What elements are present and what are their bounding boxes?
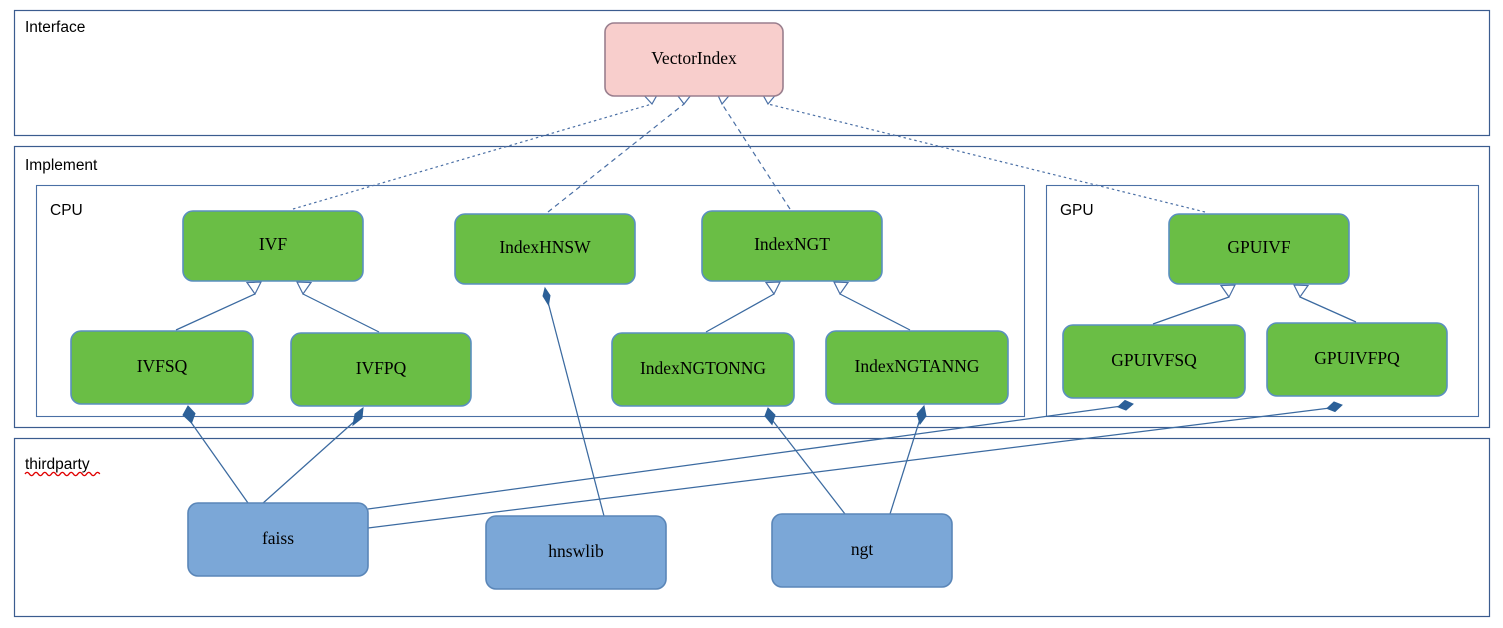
edge-ivfpq-to-ivf[interactable] <box>296 281 380 333</box>
edge-ivfsq-to-ivf[interactable] <box>175 281 262 331</box>
node-label-gpuivfpq: GPUIVFPQ <box>1314 348 1400 368</box>
node-vectorindex[interactable]: VectorIndex <box>604 22 784 97</box>
edge-ngt-to-indexngtanng[interactable] <box>889 404 927 515</box>
group-frame-implement[interactable] <box>13 145 1491 429</box>
node-gpuivfpq[interactable]: GPUIVFPQ <box>1266 322 1448 397</box>
node-label-indexhnsw: IndexHNSW <box>499 237 591 257</box>
edge-faiss-to-gpuivfsq[interactable] <box>367 399 1134 510</box>
node-label-ivfpq: IVFPQ <box>356 358 407 378</box>
node-gpuivfsq[interactable]: GPUIVFSQ <box>1062 324 1246 399</box>
node-label-indexngt: IndexNGT <box>754 234 830 254</box>
node-label-hnswlib: hnswlib <box>548 541 604 561</box>
group-frame-interface[interactable] <box>13 9 1491 137</box>
node-ngt[interactable]: ngt <box>771 513 953 588</box>
node-ivfsq[interactable]: IVFSQ <box>70 330 254 405</box>
node-hnswlib[interactable]: hnswlib <box>485 515 667 590</box>
node-label-gpuivf: GPUIVF <box>1227 237 1290 257</box>
edge-faiss-to-ivfsq[interactable] <box>182 405 249 504</box>
group-label-thirdparty: thirdparty <box>25 456 90 473</box>
group-frame-cpu[interactable] <box>35 184 1026 418</box>
edge-gpuivfsq-to-gpuivf[interactable] <box>1152 284 1236 325</box>
group-label-gpu: GPU <box>1060 202 1094 219</box>
group-label-interface: Interface <box>25 19 85 36</box>
group-label-cpu: CPU <box>50 202 83 219</box>
node-indexngtonng[interactable]: IndexNGTONNG <box>611 332 795 407</box>
node-label-ngt: ngt <box>851 539 874 559</box>
node-label-indexngtonng: IndexNGTONNG <box>640 358 766 378</box>
edge-faiss-to-ivfpq[interactable] <box>261 406 364 505</box>
group-label-implement: Implement <box>25 157 98 174</box>
node-ivfpq[interactable]: IVFPQ <box>290 332 472 407</box>
node-indexngtanng[interactable]: IndexNGTANNG <box>825 330 1009 405</box>
node-label-gpuivfsq: GPUIVFSQ <box>1111 350 1197 370</box>
edge-hnswlib-to-indexhnsw[interactable] <box>542 286 605 517</box>
node-ivf[interactable]: IVF <box>182 210 364 282</box>
node-label-ivf: IVF <box>259 234 287 254</box>
edge-indexngtanng-to-indexngt[interactable] <box>833 281 911 331</box>
node-label-faiss: faiss <box>262 528 294 548</box>
group-frame-thirdparty[interactable] <box>13 437 1491 618</box>
node-indexhnsw[interactable]: IndexHNSW <box>454 213 636 285</box>
edge-gpuivfpq-to-gpuivf[interactable] <box>1293 284 1357 323</box>
node-indexngt[interactable]: IndexNGT <box>701 210 883 282</box>
node-gpuivf[interactable]: GPUIVF <box>1168 213 1350 285</box>
node-label-ivfsq: IVFSQ <box>137 356 188 376</box>
edge-faiss-to-gpuivfpq[interactable] <box>367 401 1343 529</box>
edge-indexngtonng-to-indexngt[interactable] <box>705 281 781 333</box>
node-label-vectorindex: VectorIndex <box>651 48 737 68</box>
node-label-indexngtanng: IndexNGTANNG <box>855 356 980 376</box>
spellcheck-squiggle-icon <box>24 471 101 477</box>
node-faiss[interactable]: faiss <box>187 502 369 577</box>
edge-ngt-to-indexngtonng[interactable] <box>764 407 846 515</box>
